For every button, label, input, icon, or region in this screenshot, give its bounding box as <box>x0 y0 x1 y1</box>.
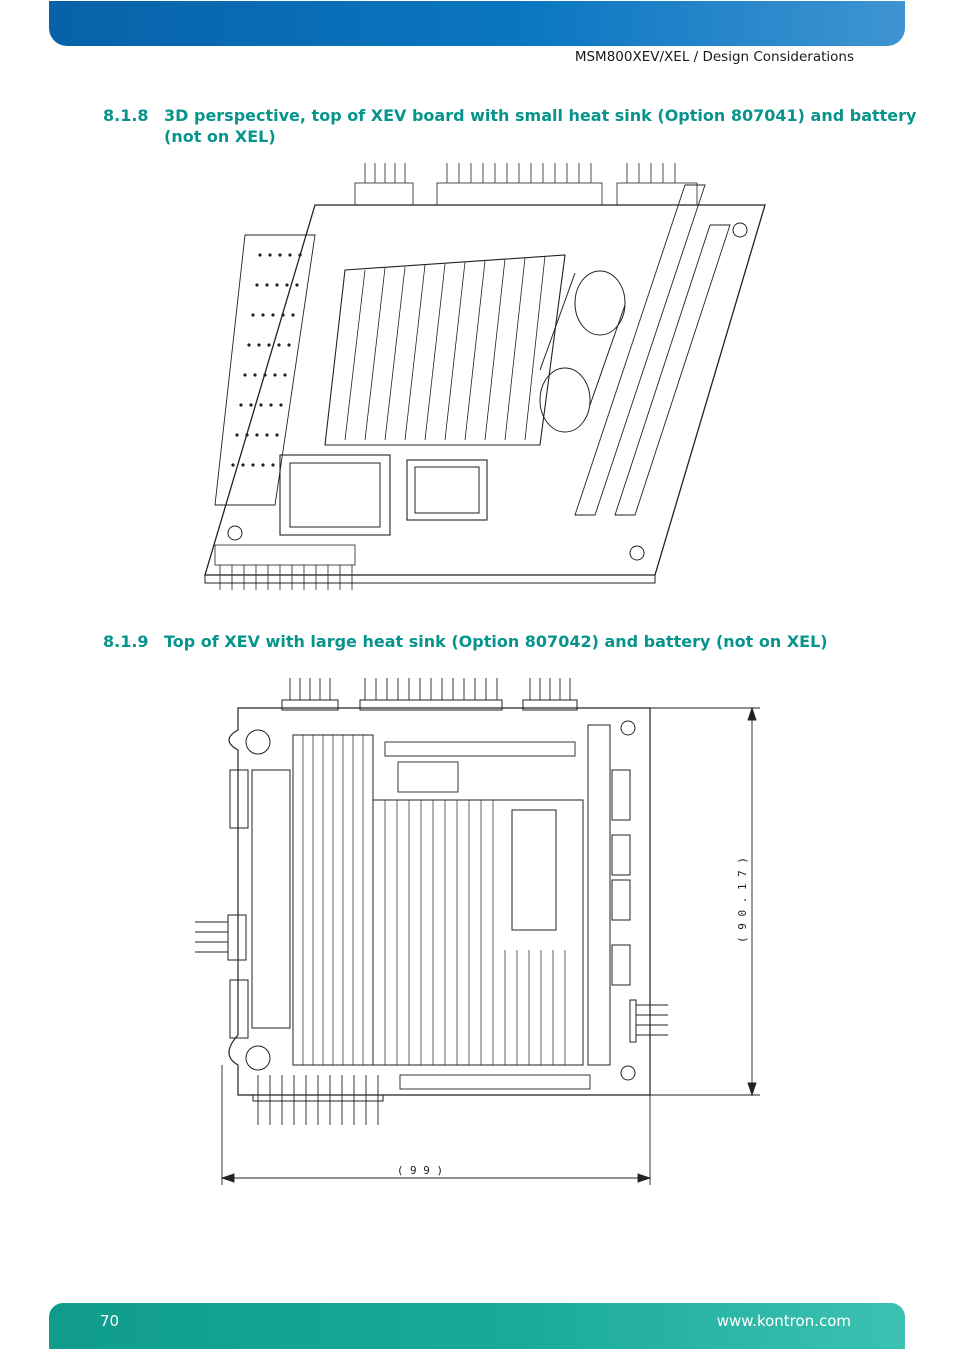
section-heading-8-1-9: 8.1.9 Top of XEV with large heat sink (O… <box>103 631 863 653</box>
section-title-line1: Top of XEV with large heat sink (Option … <box>164 632 828 651</box>
header-band <box>49 1 905 46</box>
footer-band <box>49 1303 905 1349</box>
figure-3d-board-small-heatsink <box>204 163 766 590</box>
figure-top-board-large-heatsink: ( 9 9 ) ( 9 0 . 1 7 ) <box>195 678 760 1185</box>
section-number: 8.1.8 <box>103 106 149 125</box>
section-title-line1: 3D perspective, top of XEV board with sm… <box>164 106 917 125</box>
dimension-height-label: ( 9 0 . 1 7 ) <box>736 857 749 943</box>
section-number: 8.1.9 <box>103 632 149 651</box>
footer-url[interactable]: www.kontron.com <box>716 1312 851 1330</box>
section-title-line2: (not on XEL) <box>164 127 276 146</box>
page-number: 70 <box>100 1312 120 1330</box>
section-heading-8-1-8: 8.1.8 3D perspective, top of XEV board w… <box>103 105 916 149</box>
document-title: MSM800XEV/XEL / Design Considerations <box>574 49 854 65</box>
dimension-width-label: ( 9 9 ) <box>397 1164 443 1177</box>
